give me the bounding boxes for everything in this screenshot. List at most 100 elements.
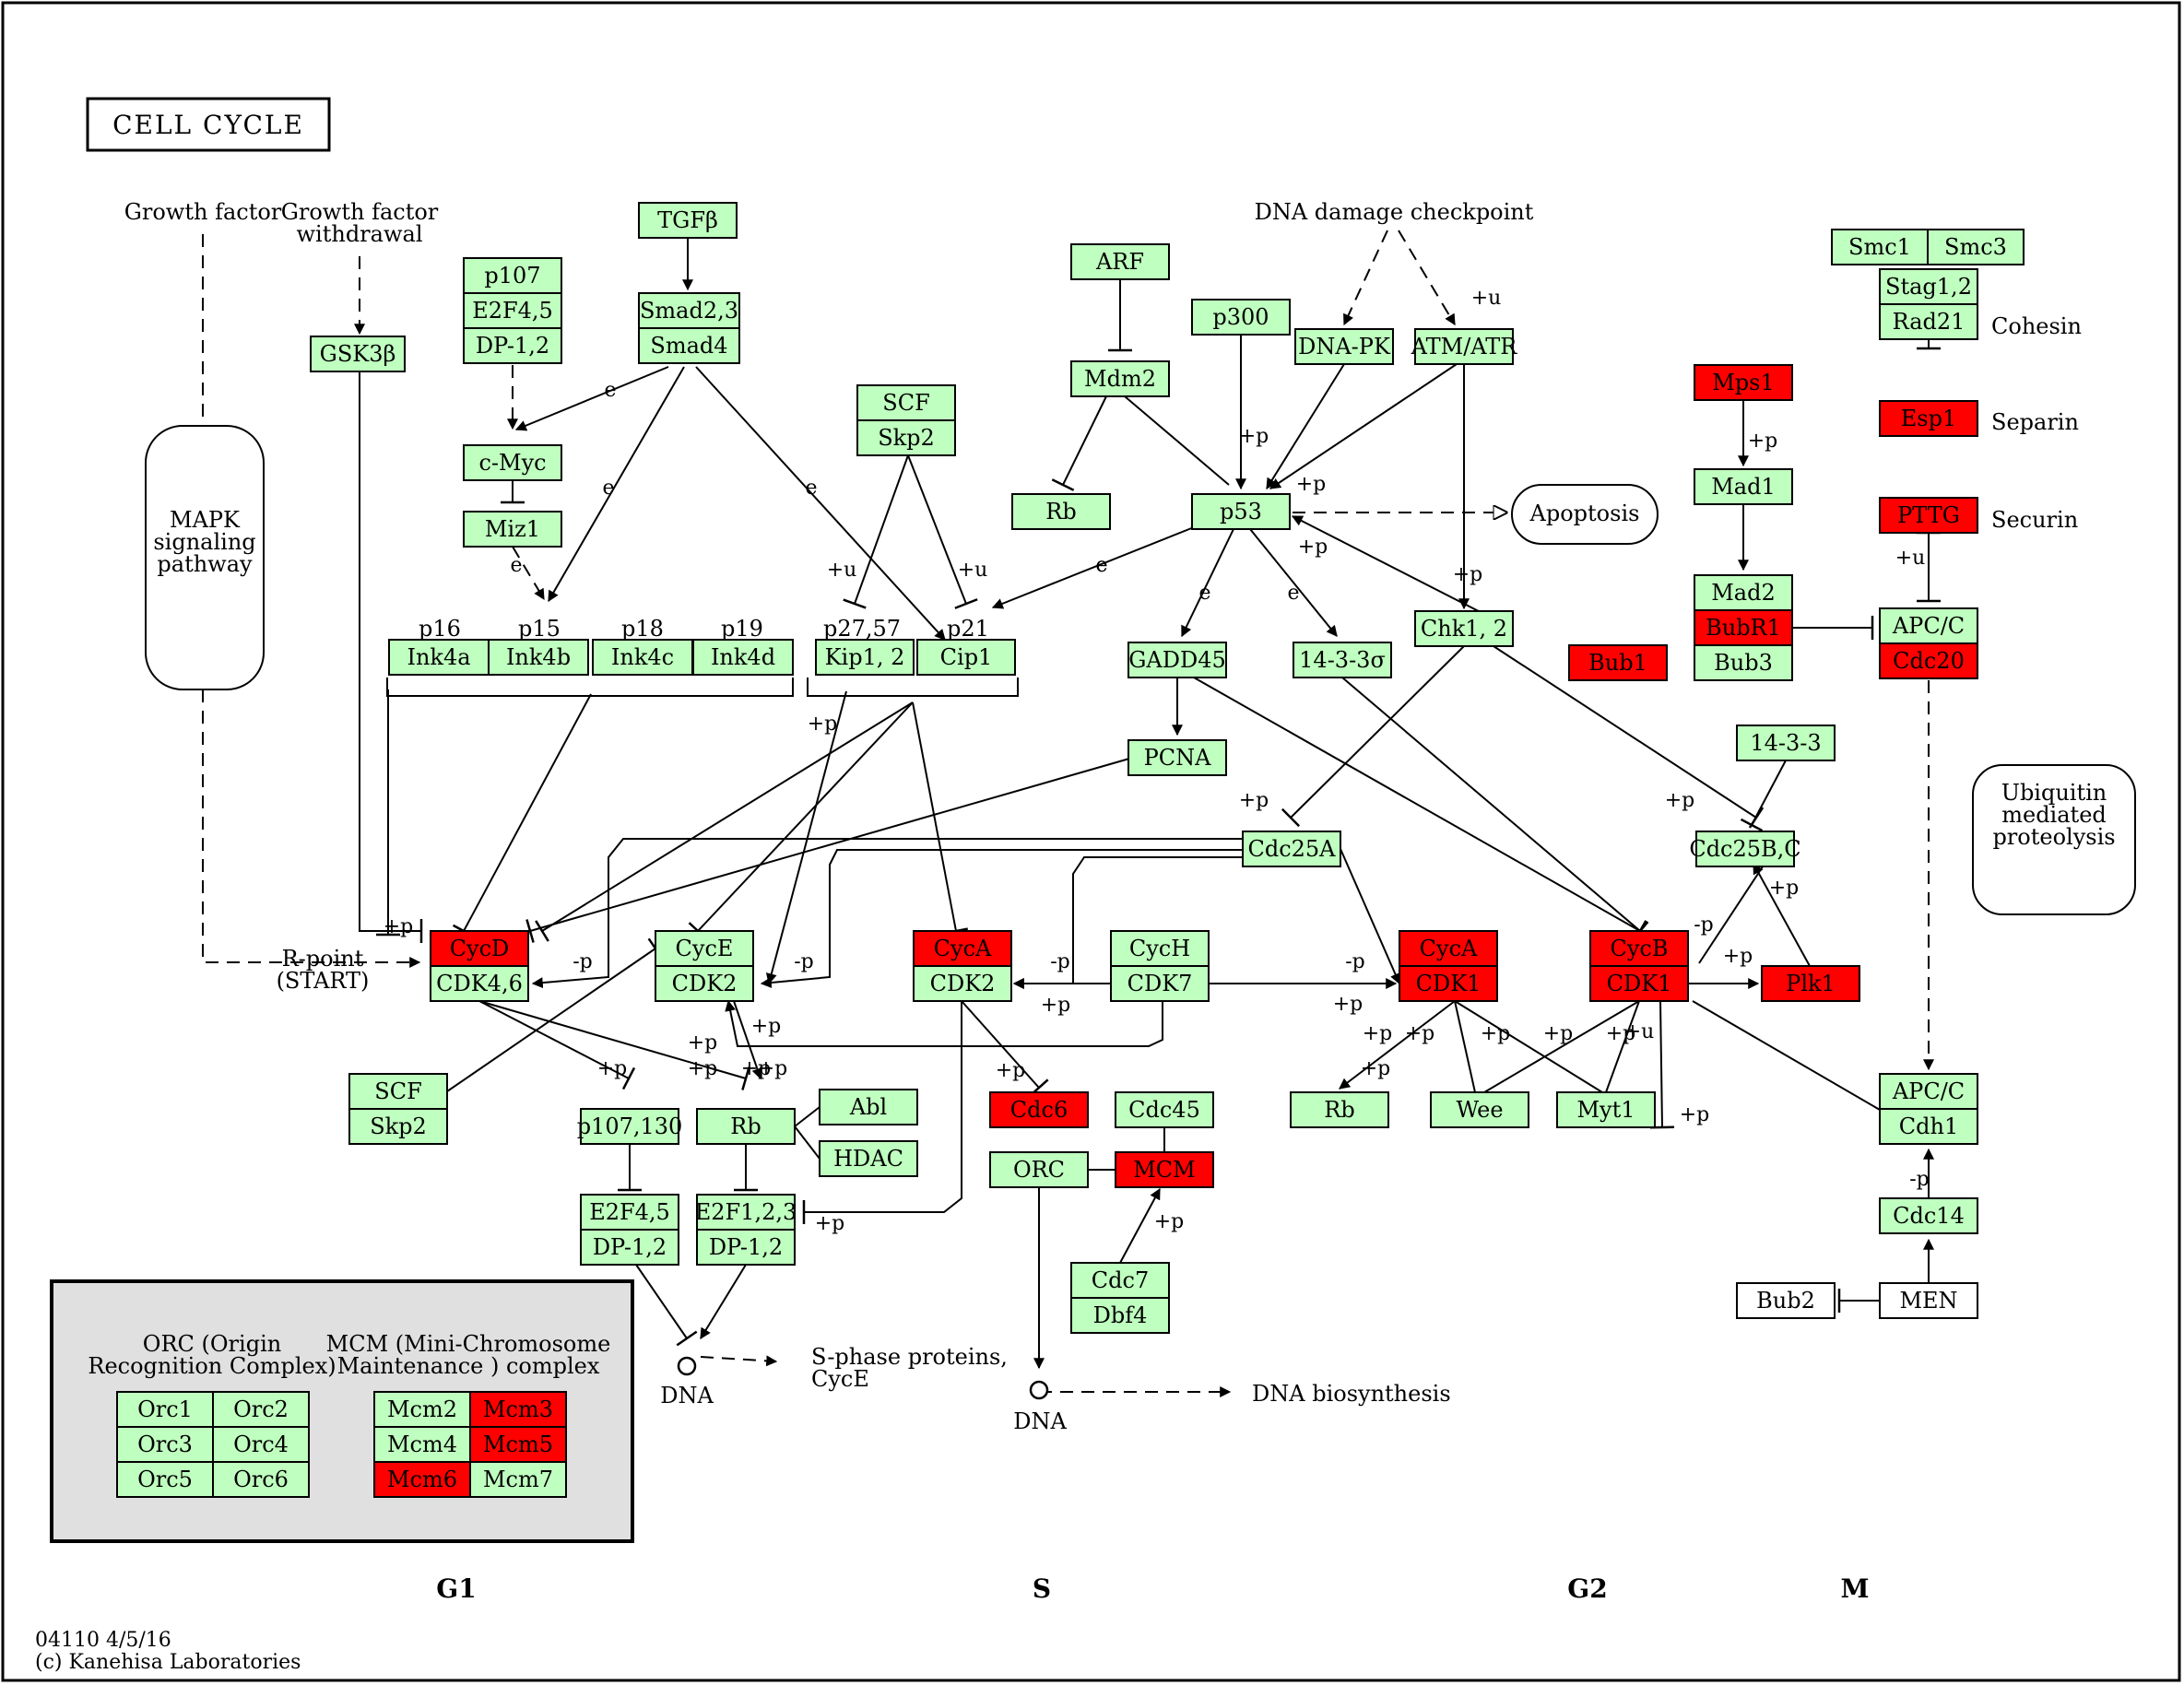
gene-node-cdh1[interactable]: Cdh1 bbox=[1879, 1108, 1978, 1145]
gene-node-scf_b[interactable]: SCF bbox=[348, 1073, 448, 1110]
gene-node-ink4b[interactable]: Ink4b bbox=[488, 639, 589, 676]
gene-node-mcm5[interactable]: Mcm5 bbox=[469, 1426, 567, 1463]
gene-node-arf[interactable]: ARF bbox=[1070, 243, 1170, 280]
gene-node-p53[interactable]: p53 bbox=[1191, 493, 1291, 530]
gene-node-mcm7[interactable]: Mcm7 bbox=[469, 1461, 567, 1498]
gene-node-cip1[interactable]: Cip1 bbox=[916, 639, 1016, 676]
gene-node-rb_c[interactable]: Rb bbox=[1290, 1091, 1389, 1128]
gene-node-rad21[interactable]: Rad21 bbox=[1879, 303, 1978, 340]
gene-node-orc4[interactable]: Orc4 bbox=[212, 1426, 310, 1463]
gene-node-esp1[interactable]: Esp1 bbox=[1879, 400, 1978, 437]
gene-node-tgfb[interactable]: TGFβ bbox=[638, 202, 738, 239]
gene-node-cdc25bc[interactable]: Cdc25B,C bbox=[1689, 831, 1801, 867]
gene-node-cdk1_a[interactable]: CDK1 bbox=[1399, 965, 1498, 1002]
gene-node-orc1[interactable]: Orc1 bbox=[116, 1391, 214, 1428]
gene-node-ink4d[interactable]: Ink4d bbox=[692, 639, 794, 676]
gene-node-orc6[interactable]: Orc6 bbox=[212, 1461, 310, 1498]
gene-node-mad1[interactable]: Mad1 bbox=[1694, 468, 1793, 505]
gene-node-smc1[interactable]: Smc1 bbox=[1831, 229, 1929, 265]
gene-node-p107130[interactable]: p107,130 bbox=[577, 1108, 683, 1145]
gene-node-orc[interactable]: ORC bbox=[989, 1151, 1089, 1188]
gene-node-bub3[interactable]: Bub3 bbox=[1694, 644, 1793, 681]
gene-node-atmatr[interactable]: ATM/ATR bbox=[1411, 328, 1518, 365]
gene-node-plk1[interactable]: Plk1 bbox=[1761, 965, 1860, 1002]
gene-node-p300[interactable]: p300 bbox=[1191, 299, 1291, 336]
gene-node-orc3[interactable]: Orc3 bbox=[116, 1426, 214, 1463]
gene-node-cdc20[interactable]: Cdc20 bbox=[1879, 642, 1978, 679]
gene-node-abl[interactable]: Abl bbox=[819, 1089, 918, 1125]
pathway-box-apoptosis[interactable]: Apoptosis bbox=[1511, 484, 1659, 545]
gene-node-bub1[interactable]: Bub1 bbox=[1568, 644, 1668, 681]
gene-node-p107_a[interactable]: p107 bbox=[463, 257, 562, 294]
gene-node-dp12_c[interactable]: DP-1,2 bbox=[696, 1229, 796, 1266]
gene-node-bub2[interactable]: Bub2 bbox=[1736, 1282, 1836, 1319]
gene-node-pttg[interactable]: PTTG bbox=[1879, 497, 1978, 534]
gene-node-dp12_b[interactable]: DP-1,2 bbox=[580, 1229, 679, 1266]
gene-node-wee[interactable]: Wee bbox=[1430, 1091, 1529, 1128]
gene-node-orc5[interactable]: Orc5 bbox=[116, 1461, 214, 1498]
edge-57 bbox=[376, 689, 400, 937]
gene-node-cych[interactable]: CycH bbox=[1110, 930, 1210, 967]
gene-node-pcna[interactable]: PCNA bbox=[1127, 739, 1227, 776]
gene-node-mcm2[interactable]: Mcm2 bbox=[373, 1391, 471, 1428]
gene-node-mad2[interactable]: Mad2 bbox=[1694, 574, 1793, 611]
gene-node-ink4c[interactable]: Ink4c bbox=[592, 639, 693, 676]
edge-label-pp13: +p bbox=[1041, 994, 1071, 1017]
gene-node-cdk2_a[interactable]: CDK2 bbox=[655, 965, 754, 1002]
gene-node-mdm2[interactable]: Mdm2 bbox=[1070, 360, 1170, 397]
gene-node-hdac[interactable]: HDAC bbox=[819, 1140, 918, 1177]
gene-node-kip12[interactable]: Kip1, 2 bbox=[815, 639, 915, 676]
gene-node-cdk46[interactable]: CDK4,6 bbox=[430, 965, 529, 1002]
gene-node-chk12[interactable]: Chk1, 2 bbox=[1414, 610, 1514, 647]
gene-node-e2f123[interactable]: E2F1,2,3 bbox=[695, 1194, 797, 1231]
gene-node-cycd[interactable]: CycD bbox=[430, 930, 529, 967]
gene-node-apcc_b[interactable]: APC/C bbox=[1879, 1073, 1978, 1110]
gene-node-miz1[interactable]: Miz1 bbox=[463, 511, 562, 548]
gene-node-rb_a[interactable]: Rb bbox=[1011, 493, 1111, 530]
gene-node-cdk2_b[interactable]: CDK2 bbox=[913, 965, 1012, 1002]
gene-node-cyca_a[interactable]: CycA bbox=[913, 930, 1012, 967]
gene-node-dp12_a[interactable]: DP-1,2 bbox=[463, 327, 562, 364]
gene-node-mps1[interactable]: Mps1 bbox=[1694, 364, 1793, 401]
gene-node-cdk1_b[interactable]: CDK1 bbox=[1589, 965, 1689, 1002]
gene-node-s14333s[interactable]: 14-3-3σ bbox=[1293, 642, 1392, 678]
gene-node-skp2_b[interactable]: Skp2 bbox=[348, 1108, 448, 1145]
gene-node-stag12[interactable]: Stag1,2 bbox=[1879, 268, 1978, 305]
gene-node-cdc6[interactable]: Cdc6 bbox=[989, 1091, 1089, 1128]
gene-node-cdc14[interactable]: Cdc14 bbox=[1879, 1197, 1978, 1234]
gene-node-dbf4[interactable]: Dbf4 bbox=[1070, 1297, 1170, 1334]
gene-node-cmyc[interactable]: c-Myc bbox=[463, 444, 562, 481]
gene-node-smad23[interactable]: Smad2,3 bbox=[638, 292, 740, 329]
gene-node-myt1[interactable]: Myt1 bbox=[1556, 1091, 1656, 1128]
gene-node-orc2[interactable]: Orc2 bbox=[212, 1391, 310, 1428]
gene-node-e2f45_a[interactable]: E2F4,5 bbox=[463, 292, 562, 329]
gene-node-cdc45[interactable]: Cdc45 bbox=[1115, 1091, 1214, 1128]
gene-node-cyce[interactable]: CycE bbox=[655, 930, 754, 967]
gene-node-mcm[interactable]: MCM bbox=[1115, 1151, 1214, 1188]
gene-node-cycb[interactable]: CycB bbox=[1589, 930, 1689, 967]
gene-node-mcm4[interactable]: Mcm4 bbox=[373, 1426, 471, 1463]
gene-node-cyca_b[interactable]: CycA bbox=[1399, 930, 1498, 967]
gene-node-ink4a[interactable]: Ink4a bbox=[388, 639, 490, 676]
gene-node-s1433[interactable]: 14-3-3 bbox=[1736, 725, 1836, 761]
gene-node-gsk3b[interactable]: GSK3β bbox=[310, 336, 406, 372]
gene-label-orc: ORC bbox=[1013, 1157, 1065, 1183]
gene-node-cdk7[interactable]: CDK7 bbox=[1110, 965, 1210, 1002]
gene-node-scf_a[interactable]: SCF bbox=[856, 384, 956, 421]
gene-node-e2f45_b[interactable]: E2F4,5 bbox=[580, 1194, 679, 1231]
gene-node-smad4[interactable]: Smad4 bbox=[638, 327, 740, 364]
gene-node-mcm3[interactable]: Mcm3 bbox=[469, 1391, 567, 1428]
gene-node-gadd45[interactable]: GADD45 bbox=[1127, 642, 1227, 678]
gene-node-smc3[interactable]: Smc3 bbox=[1927, 229, 2025, 265]
gene-node-dnapk[interactable]: DNA-PK bbox=[1294, 328, 1394, 365]
gene-node-cdc25a[interactable]: Cdc25A bbox=[1242, 831, 1341, 867]
gene-node-apcc_a[interactable]: APC/C bbox=[1879, 607, 1978, 644]
gene-node-men[interactable]: MEN bbox=[1879, 1282, 1978, 1319]
gene-node-rb_b[interactable]: Rb bbox=[696, 1108, 796, 1145]
gene-node-cdc7[interactable]: Cdc7 bbox=[1070, 1262, 1170, 1299]
gene-node-bubr1[interactable]: BubR1 bbox=[1694, 609, 1793, 646]
gene-node-mcm6[interactable]: Mcm6 bbox=[373, 1461, 471, 1498]
gene-node-skp2_a[interactable]: Skp2 bbox=[856, 419, 956, 456]
